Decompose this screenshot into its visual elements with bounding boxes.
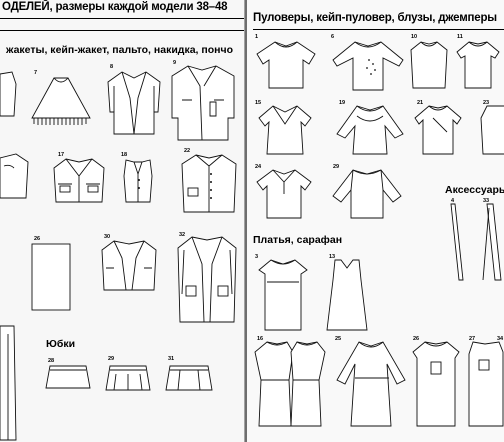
left-page-header: ОДЕЛЕЙ, размеры каждой модели 38–48 [2, 1, 228, 13]
raglan-jumper-figure-29 [332, 169, 402, 219]
model-number: 1 [255, 34, 259, 40]
model-number: 7 [34, 70, 38, 76]
model-number: 21 [417, 100, 424, 106]
section-title-outerwear: жакеты, кейп-жакет, пальто, накидка, пон… [6, 44, 233, 56]
model-number: 18 [121, 152, 128, 158]
trousers-partial [0, 325, 17, 441]
model-number: 29 [108, 356, 115, 362]
scarf-figure-33 [482, 203, 502, 281]
jacket-figure [107, 71, 161, 135]
left-header-rule [0, 18, 244, 19]
model-number: 24 [255, 164, 262, 170]
model-number: 13 [329, 254, 336, 260]
cape-pullover-figure-6 [332, 41, 404, 91]
garment-partial-jacket [0, 71, 17, 117]
model-number: 31 [168, 356, 175, 362]
skirt-figure-31 [165, 365, 213, 391]
coat-figure [171, 65, 235, 141]
section-title-skirts: Юбки [46, 338, 76, 350]
scarf-figure-4 [450, 203, 464, 281]
wrap-cape-figure [31, 243, 71, 311]
model-number: 26 [34, 236, 41, 242]
model-number: 22 [184, 148, 191, 154]
model-number: 29 [333, 164, 340, 170]
section-title-accessories: Аксессуары [445, 184, 504, 196]
model-number: 28 [48, 358, 55, 364]
blouse-figure-19 [336, 105, 404, 155]
skirt-figure-28 [45, 365, 91, 389]
blouse-figure-15 [258, 105, 312, 155]
model-number: 19 [339, 100, 346, 106]
dress-figure-3 [258, 259, 308, 331]
model-number: 9 [173, 60, 177, 66]
pullover-figure-10 [410, 41, 448, 89]
model-number: 10 [411, 34, 418, 40]
model-number: 4 [451, 198, 455, 204]
garment-partial-jacket-2 [0, 153, 29, 199]
jumper-figure-24 [256, 169, 312, 219]
vest-figure [123, 159, 153, 203]
model-number: 11 [457, 34, 463, 40]
cardigan-figure [101, 240, 157, 291]
left-header-rule-2 [0, 30, 244, 31]
model-number: 34 [497, 336, 504, 342]
dress-figure-25 [336, 341, 406, 427]
model-number: 3 [255, 254, 259, 260]
right-page: Пуловеры, кейп-пуловер, блузы, джемперы … [247, 0, 504, 442]
skirt-figure-29 [105, 365, 151, 391]
poncho-figure [31, 77, 91, 125]
right-page-header: Пуловеры, кейп-пуловер, блузы, джемперы [253, 12, 497, 24]
dress-partial-27 [468, 341, 504, 427]
dress-figure-26 [412, 341, 460, 427]
left-page: ОДЕЛЕЙ, размеры каждой модели 38–48 жаке… [0, 0, 246, 442]
pullover-figure-1 [256, 41, 316, 89]
model-number: 23 [483, 100, 490, 106]
right-header-rule [253, 29, 504, 30]
dress-figure-16 [254, 341, 326, 427]
model-number: 17 [58, 152, 65, 158]
model-number: 27 [469, 336, 476, 342]
section-title-dresses: Платья, сарафан [253, 234, 343, 246]
model-number: 8 [110, 64, 114, 70]
model-number: 6 [331, 34, 335, 40]
model-number: 26 [413, 336, 420, 342]
blouse-figure-21 [414, 105, 462, 155]
model-number: 30 [104, 234, 111, 240]
blouse-partial-23 [480, 105, 504, 155]
model-number: 16 [257, 336, 264, 342]
sundress-figure-13 [326, 259, 368, 331]
model-number: 15 [255, 100, 262, 106]
model-number: 32 [179, 232, 186, 238]
long-coat-figure [177, 236, 237, 323]
pullover-figure-11 [456, 41, 500, 89]
jacket-figure-17 [53, 158, 105, 203]
jacket-figure-22 [181, 154, 237, 213]
model-number: 25 [335, 336, 342, 342]
model-number: 33 [483, 198, 490, 204]
book-spine [244, 0, 248, 442]
